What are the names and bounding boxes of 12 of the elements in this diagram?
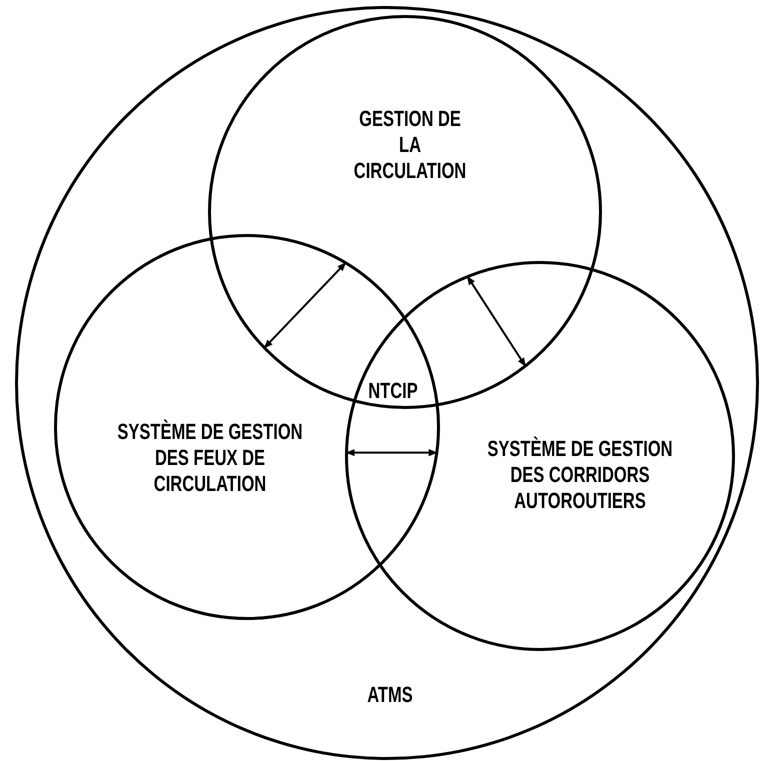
overlap-label: NTCIP — [367, 378, 419, 404]
double-arrow — [264, 262, 346, 348]
region-label: SYSTÈME DE GESTION DES CORRIDORS AUTOROUTIERS — [486, 436, 674, 514]
venn-circle — [54, 234, 440, 620]
venn-circle — [15, 6, 759, 760]
venn-circle — [208, 15, 602, 409]
region-label: SYSTÈME DE GESTION DES FEUX DE CIRCULATION — [116, 419, 304, 497]
double-arrow — [346, 449, 438, 456]
venn-circle — [345, 261, 735, 651]
region-label: GESTION DE LA CIRCULATION — [354, 106, 466, 184]
region-label: ATMS — [366, 682, 414, 708]
double-arrow — [466, 276, 526, 367]
